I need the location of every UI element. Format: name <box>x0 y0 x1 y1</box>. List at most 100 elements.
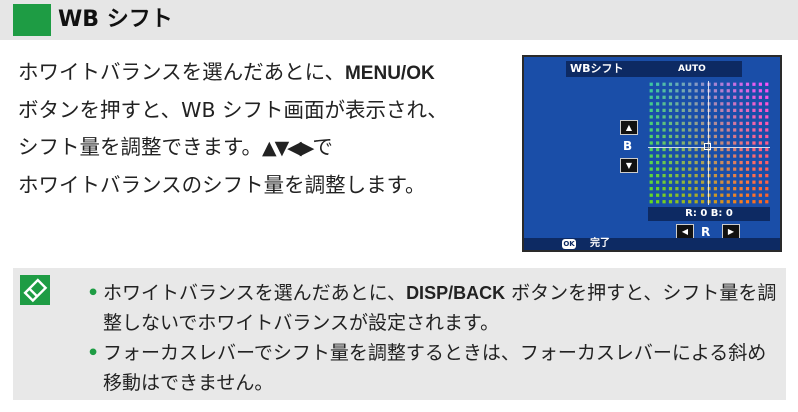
grid-dot <box>649 160 653 165</box>
grid-dot <box>726 167 730 171</box>
grid-dot <box>688 108 692 112</box>
grid-dot <box>688 200 692 204</box>
grid-dot <box>745 180 750 184</box>
grid-dot <box>765 147 769 152</box>
grid-dot <box>765 102 769 106</box>
paragraph-line-1: ホワイトバランスを選んだあとに、MENU/OK <box>18 60 435 84</box>
line3-char: き <box>182 135 203 159</box>
grid-dot <box>765 95 769 99</box>
grid-dot <box>662 180 666 184</box>
grid-dot <box>733 147 737 152</box>
grid-dot <box>649 193 653 197</box>
grid-dot <box>649 200 653 204</box>
grid-dot <box>668 154 673 158</box>
grid-dot <box>765 115 769 119</box>
grid-dot <box>720 187 724 191</box>
grid-dot <box>662 147 666 152</box>
section-title: WB シフト <box>58 7 173 32</box>
grid-dot <box>656 82 660 86</box>
grid-dot <box>700 102 705 106</box>
grid-dot <box>668 82 673 86</box>
grid-dot <box>765 180 769 184</box>
grid-dot <box>726 200 730 204</box>
screen-title-bar: WBシフト AUTO <box>566 61 742 77</box>
grid-dot <box>668 174 673 178</box>
grid-dot <box>668 187 673 191</box>
grid-dot <box>700 187 705 191</box>
grid-dot <box>726 187 730 191</box>
grid-dot <box>656 160 660 165</box>
grid-dot <box>700 108 705 112</box>
grid-dot <box>675 134 679 139</box>
grid-dot <box>668 160 673 165</box>
grid-dot <box>662 193 666 197</box>
grid-dot <box>694 160 698 165</box>
grid-dot <box>675 147 679 152</box>
grid-dot <box>694 128 698 132</box>
grid-dot <box>745 102 750 106</box>
grid-dot <box>675 167 679 171</box>
grid-dot <box>758 174 762 178</box>
grid-dot <box>726 154 730 158</box>
grid-dot <box>675 89 679 93</box>
grid-dot <box>713 180 718 184</box>
grid-dot <box>700 160 705 165</box>
grid-dot <box>700 134 705 139</box>
done-label: 完了 <box>590 238 610 249</box>
paragraph-line-2: ボタンを押すと、WB シフト画面が表示され、 <box>18 98 448 122</box>
grid-dot <box>675 187 679 191</box>
grid-dot <box>765 160 769 165</box>
grid-dot <box>739 193 743 197</box>
grid-dot <box>733 102 737 106</box>
grid-dot <box>739 154 743 158</box>
grid-dot <box>649 89 653 93</box>
grid-dot <box>681 128 685 132</box>
grid-dot <box>694 154 698 158</box>
grid-dot <box>720 147 724 152</box>
note-list: • ホワイトバランスを選んだあとに、DISP/BACK ボタンを押すと、シフト量… <box>87 278 777 398</box>
grid-dot <box>668 193 673 197</box>
grid-dot <box>733 134 737 139</box>
grid-dot <box>681 121 685 126</box>
line3-char: 量 <box>79 135 101 159</box>
grid-dot <box>656 115 660 119</box>
grid-dot <box>713 89 718 93</box>
shift-cursor <box>704 143 711 150</box>
grid-dot <box>720 141 724 145</box>
grid-dot <box>733 141 737 145</box>
grid-dot <box>765 121 769 126</box>
grid-dot <box>681 102 685 106</box>
grid-dot <box>681 167 685 171</box>
grid-dot <box>694 134 698 139</box>
grid-dot <box>656 167 660 171</box>
line3-char: す <box>223 135 242 159</box>
grid-dot <box>688 102 692 106</box>
grid-dot <box>733 160 737 165</box>
grid-dot <box>726 121 730 126</box>
grid-dot <box>656 147 660 152</box>
grid-dot <box>726 115 730 119</box>
grid-dot <box>675 95 679 99</box>
grid-dot <box>745 160 750 165</box>
grid-dot <box>675 160 679 165</box>
grid-dot <box>656 141 660 145</box>
grid-dot <box>752 187 756 191</box>
grid-dot <box>681 108 685 112</box>
grid-dot <box>733 167 737 171</box>
grid-dot <box>656 154 660 158</box>
grid-dot <box>765 200 769 204</box>
grid-dot <box>765 134 769 139</box>
line3-char: ト <box>59 135 80 159</box>
grid-dot <box>681 187 685 191</box>
line3-char: で <box>312 135 333 159</box>
shift-readout: R: 0 B: 0 <box>648 207 770 221</box>
grid-dot <box>720 174 724 178</box>
grid-dot <box>765 108 769 112</box>
grid-dot <box>752 160 756 165</box>
grid-dot <box>694 167 698 171</box>
grid-dot <box>694 200 698 204</box>
grid-dot <box>758 95 762 99</box>
grid-dot <box>649 167 653 171</box>
grid-dot <box>758 115 762 119</box>
grid-dot <box>688 193 692 197</box>
